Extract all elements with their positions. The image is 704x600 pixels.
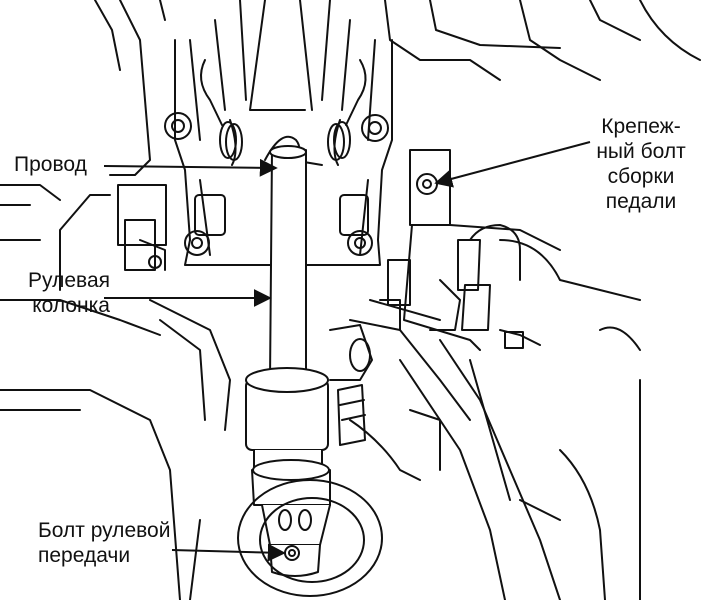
label-pedal-bolt: Крепеж- ный болт сборки педали [596, 115, 686, 213]
pedal-bolt-arrow [434, 141, 591, 188]
label-steering-gear-bolt: Болт рулевой передачи [38, 519, 171, 567]
label-wire: Провод [14, 153, 87, 176]
bracket-bolt-lower-left [184, 230, 210, 256]
steering-column-shaft [269, 145, 307, 381]
bracket-bolt-upper-left [164, 112, 192, 140]
tension-springs [200, 59, 367, 161]
pedal-assembly [349, 149, 641, 600]
pedal-bolt [416, 173, 438, 195]
bracket-bolt-upper-right [361, 114, 389, 142]
label-steering-column: Рулевая колонка [28, 269, 110, 317]
bracket-bolt-lower-right [347, 230, 373, 256]
coupling-sleeve [245, 367, 329, 471]
wire-arrow [103, 158, 278, 177]
gear-bolt-arrow [171, 543, 286, 562]
steering-gear-housing [237, 479, 383, 597]
column-side-parts [329, 299, 441, 481]
universal-joint [251, 459, 331, 577]
